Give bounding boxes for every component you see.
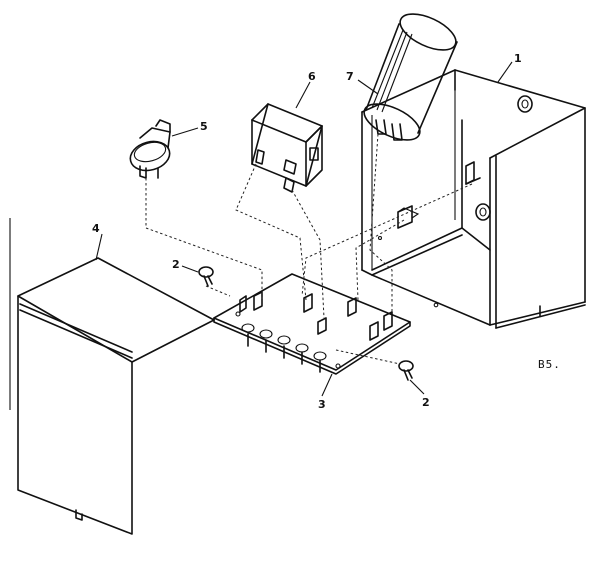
- callout-2-lower: 2: [422, 396, 430, 409]
- callout-4: 4: [92, 222, 100, 235]
- callout-1: 1: [514, 52, 522, 65]
- assembly-guide-lines: [145, 133, 473, 365]
- screw-upper: [198, 266, 214, 287]
- callout-3: 3: [318, 398, 326, 411]
- callout-2-upper: 2: [172, 258, 180, 271]
- protector-plug: [129, 119, 171, 179]
- front-cover: [9, 218, 215, 535]
- callout-7: 7: [346, 70, 354, 83]
- callout-5: 5: [200, 120, 208, 133]
- screw-lower: [398, 360, 414, 381]
- housing-box: [361, 69, 586, 329]
- callout-leaders: [95, 61, 513, 397]
- terminal-board: [213, 273, 411, 375]
- capacitor-cylinder: [363, 13, 458, 141]
- diagram-code: B5.: [538, 358, 561, 371]
- callout-6: 6: [308, 70, 316, 83]
- relay-block: [251, 103, 323, 193]
